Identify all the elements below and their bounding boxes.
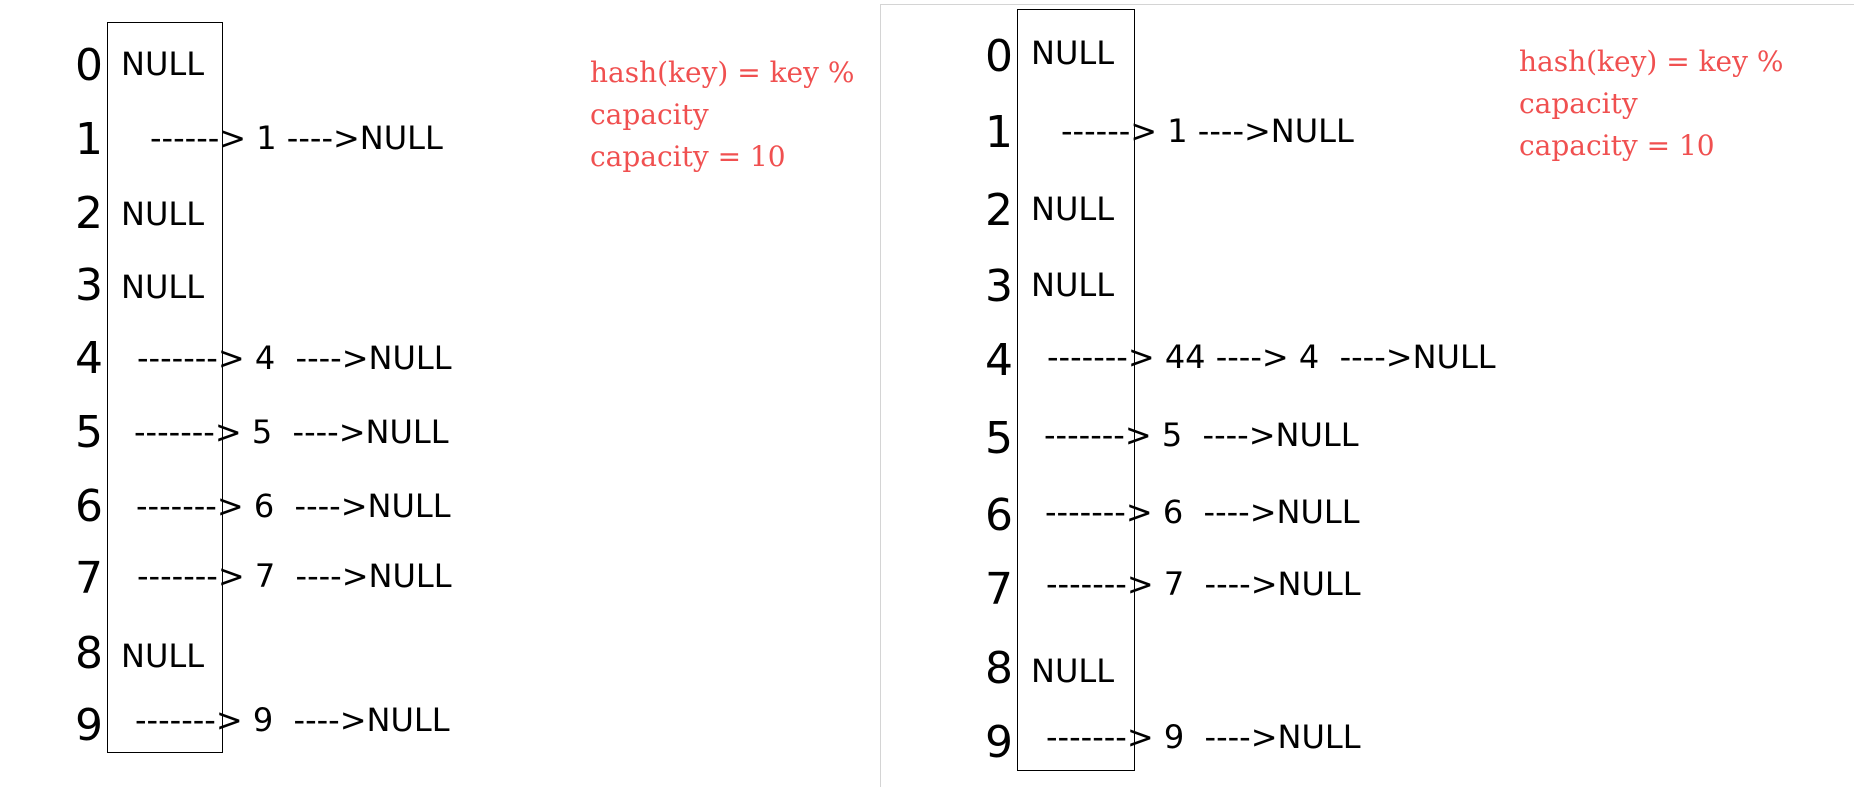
bucket-index-2: 2	[985, 185, 1013, 236]
note-line-2: capacity	[1519, 87, 1638, 120]
bucket-index-3: 3	[985, 261, 1013, 312]
bucket-array	[1017, 9, 1135, 771]
bucket-index-8: 8	[985, 643, 1013, 694]
bucket-index-1: 1	[985, 107, 1013, 158]
hash-table-before: 0 NULL 1 ------> 1 ---->NULL 2 NULL 3 NU…	[0, 0, 880, 787]
note-line-2: capacity	[590, 98, 709, 131]
bucket-index-6: 6	[985, 490, 1013, 541]
bucket-chain-7: -------> 7 ---->NULL	[1046, 565, 1361, 603]
bucket-chain-1: ------> 1 ---->NULL	[150, 119, 443, 157]
bucket-index-0: 0	[75, 40, 103, 91]
bucket-index-6: 6	[75, 481, 103, 532]
bucket-cell-3: NULL	[121, 268, 205, 306]
bucket-index-4: 4	[985, 335, 1013, 386]
bucket-chain-7: -------> 7 ---->NULL	[137, 557, 452, 595]
bucket-index-7: 7	[985, 564, 1013, 615]
note-line-1: hash(key) = key %	[590, 56, 855, 89]
note-line-1: hash(key) = key %	[1519, 45, 1784, 78]
bucket-chain-9: -------> 9 ---->NULL	[135, 701, 450, 739]
bucket-index-3: 3	[75, 260, 103, 311]
bucket-chain-9: -------> 9 ---->NULL	[1046, 718, 1361, 756]
bucket-index-9: 9	[985, 717, 1013, 768]
bucket-index-9: 9	[75, 700, 103, 751]
bucket-index-1: 1	[75, 114, 103, 165]
bucket-index-5: 5	[75, 407, 103, 458]
bucket-chain-4: -------> 4 ---->NULL	[137, 339, 452, 377]
hash-table-after: 0 NULL 1 ------> 1 ---->NULL 2 NULL 3 NU…	[880, 4, 1854, 787]
bucket-index-7: 7	[75, 553, 103, 604]
bucket-cell-8: NULL	[1031, 652, 1115, 690]
bucket-array	[107, 22, 223, 753]
hash-function-note: hash(key) = key % capacity capacity = 10	[1519, 41, 1783, 167]
bucket-cell-0: NULL	[121, 45, 205, 83]
bucket-cell-3: NULL	[1031, 266, 1115, 304]
bucket-chain-1: ------> 1 ---->NULL	[1061, 112, 1354, 150]
bucket-chain-5: -------> 5 ---->NULL	[134, 413, 449, 451]
bucket-cell-0: NULL	[1031, 34, 1115, 72]
bucket-chain-4: -------> 44 ----> 4 ---->NULL	[1047, 338, 1496, 376]
hash-function-note: hash(key) = key % capacity capacity = 10	[590, 52, 854, 178]
bucket-chain-6: -------> 6 ---->NULL	[1045, 493, 1360, 531]
bucket-index-5: 5	[985, 413, 1013, 464]
note-line-3: capacity = 10	[590, 140, 786, 173]
bucket-chain-5: -------> 5 ---->NULL	[1044, 416, 1359, 454]
bucket-cell-2: NULL	[1031, 190, 1115, 228]
note-line-3: capacity = 10	[1519, 129, 1715, 162]
bucket-chain-6: -------> 6 ---->NULL	[136, 487, 451, 525]
bucket-cell-2: NULL	[121, 195, 205, 233]
bucket-index-4: 4	[75, 333, 103, 384]
bucket-cell-8: NULL	[121, 637, 205, 675]
bucket-index-8: 8	[75, 628, 103, 679]
bucket-index-0: 0	[985, 31, 1013, 82]
bucket-index-2: 2	[75, 188, 103, 239]
